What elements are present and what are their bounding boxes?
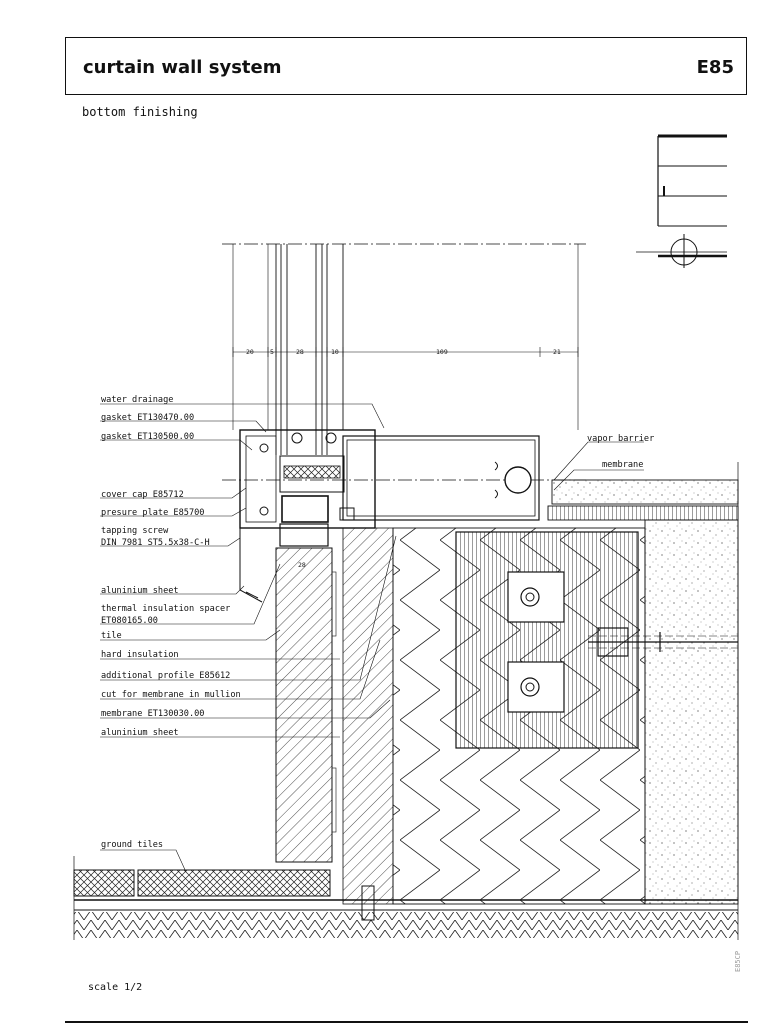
label-gasket-2: gasket ET130500.00 <box>101 432 194 442</box>
dim-28: 28 <box>296 348 304 356</box>
scale-note: scale 1/2 <box>88 982 143 993</box>
label-tile: tile <box>101 631 122 641</box>
hard-insulation <box>342 527 394 905</box>
bolt-plates <box>507 571 565 713</box>
key-plan <box>636 134 727 268</box>
page-title: curtain wall system <box>83 57 282 78</box>
mullion-profile <box>222 429 586 547</box>
side-code: E85CP <box>734 951 742 972</box>
left-labels: water drainage gasket ET130470.00 gasket… <box>101 395 241 850</box>
label-gasket-1: gasket ET130470.00 <box>101 413 194 423</box>
dim-20: 20 <box>246 348 254 356</box>
label-din: DIN 7981 ST5.5x38-C-H <box>101 538 210 548</box>
label-membrane: membrane ET130030.00 <box>101 709 204 719</box>
label-spacer-code: ET080165.00 <box>101 616 158 626</box>
dimension-line <box>232 347 579 357</box>
dim-21: 21 <box>553 348 561 356</box>
page-subtitle: bottom finishing <box>82 105 198 119</box>
dim-109: 109 <box>436 348 448 356</box>
title-box: curtain wall system E85 <box>65 37 747 95</box>
label-tapping-screw: tapping screw <box>101 526 169 536</box>
label-additional-profile: additional profile E85612 <box>101 671 230 681</box>
label-ground-tiles: ground tiles <box>101 840 163 850</box>
label-membrane-right: membrane <box>602 460 643 470</box>
label-cut-membrane: cut for membrane in mullion <box>101 690 241 700</box>
label-cover-cap: cover cap E85712 <box>101 490 184 500</box>
system-code: E85 <box>696 57 734 78</box>
glass-panes <box>275 244 344 455</box>
label-vapor-barrier: vapor barrier <box>587 434 654 444</box>
concrete-slab <box>644 519 739 905</box>
label-aluminium-sheet-2: aluninium sheet <box>101 728 179 738</box>
leader-lines <box>100 403 644 873</box>
label-pressure-plate: presure plate E85700 <box>101 508 204 518</box>
ground <box>74 912 738 938</box>
bracket <box>455 531 639 749</box>
right-labels: vapor barrier membrane <box>587 434 654 470</box>
screed <box>551 479 739 505</box>
label-thermal-spacer: thermal insulation spacer <box>101 604 230 614</box>
label-water-drainage: water drainage <box>101 395 173 405</box>
dim-10: 10 <box>331 348 339 356</box>
ground-tile-2 <box>137 869 331 897</box>
bottom-rule <box>65 1021 748 1023</box>
ground-tile-1 <box>73 869 135 897</box>
tile <box>275 547 333 863</box>
dim-5: 5 <box>270 348 274 356</box>
label-hard-insulation: hard insulation <box>101 650 179 660</box>
anchor-bolt <box>588 627 738 657</box>
label-aluminium-sheet-1: aluninium sheet <box>101 586 179 596</box>
